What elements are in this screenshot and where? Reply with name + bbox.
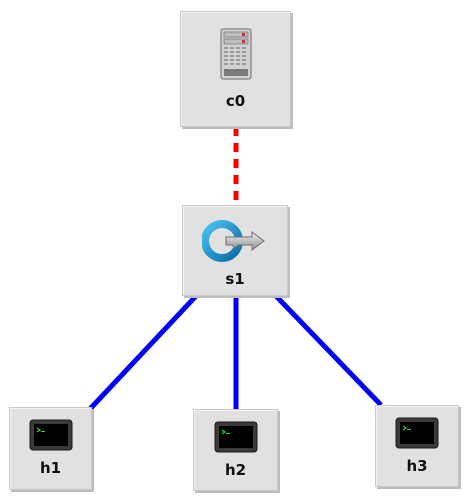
node-label: h1 — [39, 459, 62, 477]
host-terminal-icon — [214, 421, 258, 457]
node-c0[interactable]: c0 — [180, 11, 291, 127]
host-terminal-icon — [395, 417, 439, 453]
link-s1-h3[interactable] — [274, 294, 383, 407]
node-label: s1 — [225, 270, 245, 288]
node-h2[interactable]: h2 — [193, 409, 278, 491]
node-label: h3 — [406, 457, 428, 475]
switch-icon — [201, 218, 268, 268]
link-s1-h1[interactable] — [87, 294, 198, 412]
node-h3[interactable]: h3 — [375, 405, 459, 487]
host-terminal-icon — [29, 419, 73, 455]
node-label: h2 — [224, 461, 247, 479]
node-h1[interactable]: h1 — [9, 407, 92, 490]
node-s1[interactable]: s1 — [182, 205, 288, 296]
controller-server-icon — [220, 28, 252, 84]
node-label: c0 — [225, 92, 246, 110]
